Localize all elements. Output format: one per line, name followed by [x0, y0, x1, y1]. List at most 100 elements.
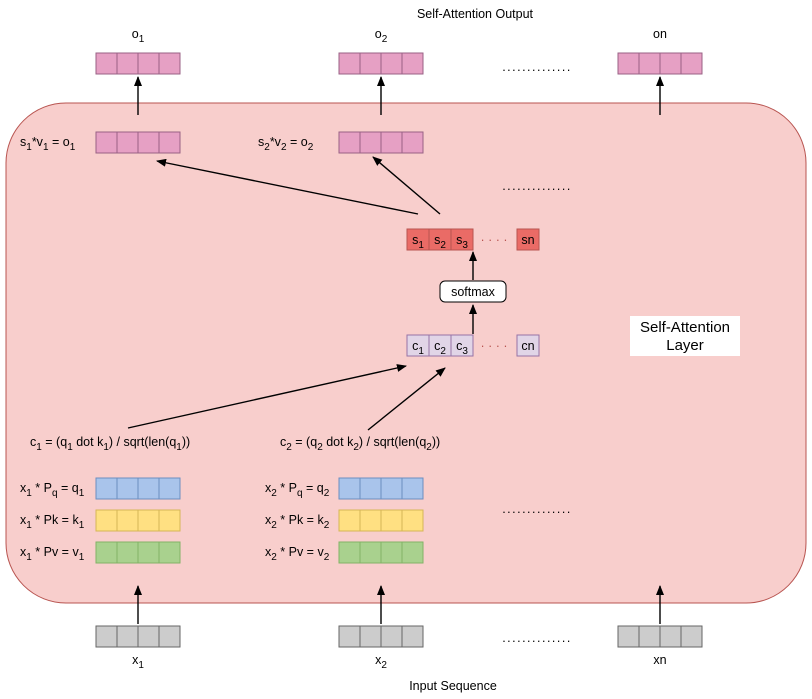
input-ellipsis: ..............: [502, 631, 572, 645]
weighted-vector-1-cell: [95, 131, 118, 154]
output-vector-2-cell: [401, 52, 424, 75]
input-vector-1-cell: [95, 625, 118, 648]
value-vector-2-cell: [359, 541, 382, 564]
layer-label-line-2: Layer: [666, 337, 704, 354]
softmax-vector-label-2: s2: [434, 233, 446, 251]
score-arrow-1: [127, 364, 407, 429]
input-vector-3-cell: [617, 625, 640, 648]
score-vector-label-1: c1: [412, 339, 424, 357]
query-vector-2: [338, 477, 424, 500]
score-vector-cell: [450, 334, 474, 357]
input-vector-1-cell: [116, 625, 139, 648]
projection-label-1-v: x1 * Pv = v1: [20, 545, 85, 563]
score-vector-cell: [516, 334, 540, 357]
score-vector-label-3: c3: [456, 339, 468, 357]
input-vector-1-cell: [158, 625, 181, 648]
key-vector-2-cell: [401, 509, 424, 532]
diagram-footer: Input Sequence: [409, 679, 497, 693]
softmax-label: softmax: [451, 285, 496, 299]
softmax-vector-cell: [516, 228, 540, 251]
score-vector: [406, 334, 540, 357]
input-vector-3-cell: [638, 625, 661, 648]
projection-label-2-v: x2 * Pv = v2: [265, 545, 330, 563]
projection-ellipsis: ..............: [502, 502, 572, 516]
query-vector-2-cell: [338, 477, 361, 500]
weighted-vector-1: [95, 131, 181, 154]
value-vector-1-cell: [137, 541, 160, 564]
query-vector-1: [95, 477, 181, 500]
weighted-vector-2-cell: [338, 131, 361, 154]
value-vector-2: [338, 541, 424, 564]
value-vector-1-cell: [95, 541, 118, 564]
weighted-vector-2-cell: [380, 131, 403, 154]
key-vector-1-cell: [116, 509, 139, 532]
score-vector-label-2: c2: [434, 339, 446, 357]
query-vector-1-cell: [137, 477, 160, 500]
input-vector-3-cell: [659, 625, 682, 648]
weighted-vector-1-cell: [116, 131, 139, 154]
output-vector-1: [95, 52, 181, 75]
input-vector-2-cell: [338, 625, 361, 648]
output-vector-1-cell: [95, 52, 118, 75]
key-vector-2-cell: [359, 509, 382, 532]
input-label-2: x2: [375, 653, 387, 671]
scores-ellipsis: · · · ·: [480, 339, 507, 353]
softmax-vector-label-3: s3: [456, 233, 468, 251]
output-vector-3-cell: [659, 52, 682, 75]
value-vector-2-cell: [401, 541, 424, 564]
input-vector-3: [617, 625, 703, 648]
value-vector-1-cell: [158, 541, 181, 564]
output-vector-2: [338, 52, 424, 75]
output-vector-3-cell: [617, 52, 640, 75]
output-label-2: o2: [375, 27, 388, 45]
weighted-arrow-1: [156, 158, 419, 215]
key-vector-1-cell: [158, 509, 181, 532]
key-vector-1-cell: [95, 509, 118, 532]
softmax-vector-cell: [450, 228, 474, 251]
value-vector-1: [95, 541, 181, 564]
score-formula-2: c2 = (q2 dot k2) / sqrt(len(q2)): [280, 435, 440, 453]
softmax-vector-label-1: s1: [412, 233, 424, 251]
key-vector-1-cell: [137, 509, 160, 532]
value-vector-2-cell: [338, 541, 361, 564]
projection-label-1-k: x1 * Pk = k1: [20, 513, 85, 531]
input-vector-3-cell: [680, 625, 703, 648]
value-vector-2-cell: [380, 541, 403, 564]
query-vector-2-cell: [380, 477, 403, 500]
input-vector-2: [338, 625, 424, 648]
query-vector-1-cell: [158, 477, 181, 500]
output-vector-2-cell: [338, 52, 361, 75]
score-vector-label-4: cn: [521, 339, 534, 353]
input-vector-1-cell: [137, 625, 160, 648]
weighted-vector-2-cell: [401, 131, 424, 154]
weighted-vector-2-cell: [359, 131, 382, 154]
input-label-1: x1: [132, 653, 144, 671]
output-ellipsis: ..............: [502, 60, 572, 74]
output-vector-1-cell: [158, 52, 181, 75]
output-vector-3: [617, 52, 703, 75]
output-vector-1-cell: [116, 52, 139, 75]
query-vector-2-cell: [401, 477, 424, 500]
softmax-box: [439, 280, 507, 303]
layer-label-box: [630, 316, 740, 356]
weighted-vector-1-cell: [158, 131, 181, 154]
weighted-vector-1-cell: [137, 131, 160, 154]
output-vector-2-cell: [380, 52, 403, 75]
weighted-sum-label-2: s2*v2 = o2: [258, 135, 314, 153]
projection-label-2-q: x2 * Pq = q2: [265, 481, 330, 499]
layer-label-line-1: Self-Attention: [640, 319, 730, 336]
key-vector-2-cell: [380, 509, 403, 532]
input-vector-2-cell: [401, 625, 424, 648]
projection-label-1-q: x1 * Pq = q1: [20, 481, 85, 499]
query-vector-2-cell: [359, 477, 382, 500]
diagram-title: Self-Attention Output: [417, 7, 534, 21]
output-vector-3-cell: [638, 52, 661, 75]
output-vector-3-cell: [680, 52, 703, 75]
key-vector-1: [95, 509, 181, 532]
output-vector-2-cell: [359, 52, 382, 75]
softmax-vector: [406, 228, 540, 251]
output-label-1: o1: [132, 27, 145, 45]
key-vector-2-cell: [338, 509, 361, 532]
output-label-3: on: [653, 27, 667, 41]
